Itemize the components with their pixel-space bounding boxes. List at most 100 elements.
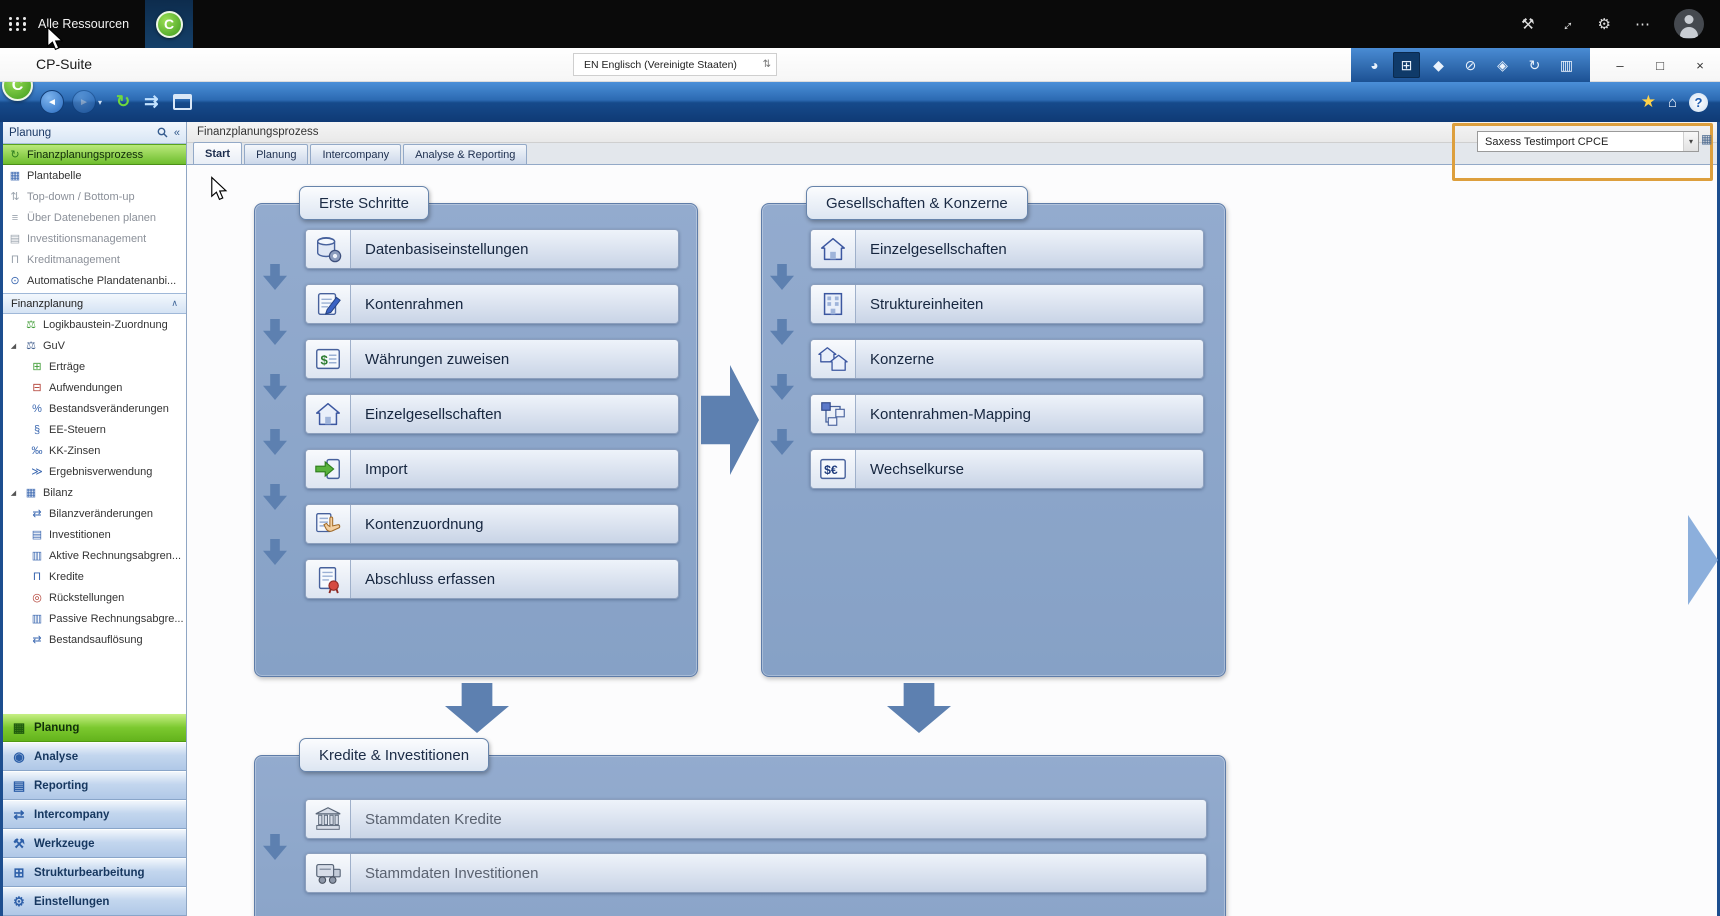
- tree-item-ee-steuern[interactable]: § EE-Steuern: [3, 419, 186, 440]
- tree-item-kk-zinsen[interactable]: ‰ KK-Zinsen: [3, 440, 186, 461]
- hand-assign-icon: [306, 505, 351, 543]
- tools-icon[interactable]: ⚒: [1521, 16, 1535, 33]
- tree-item-logikbaustein-zuordnung[interactable]: ⚖ Logikbaustein-Zuordnung: [3, 314, 186, 335]
- history-dropdown-icon[interactable]: ▾: [98, 97, 103, 107]
- tree-item-passive-rechnungsabgrenzung[interactable]: ▥ Passive Rechnungsabgre...: [3, 608, 186, 629]
- flow-item-datenbasiseinstellungen[interactable]: Datenbasiseinstellungen: [305, 229, 679, 269]
- tab-planung[interactable]: Planung: [244, 144, 309, 164]
- document-icon: ▥: [31, 613, 43, 625]
- sidebar-item-plantabelle[interactable]: ▦ Plantabelle: [3, 165, 186, 186]
- flow-item-abschluss-erfassen[interactable]: Abschluss erfassen: [305, 559, 679, 599]
- scale-view-icon[interactable]: ◕: [1370, 57, 1379, 73]
- tree-item-kredite[interactable]: Π Kredite: [3, 566, 186, 587]
- tree-item-aktive-rechnungsabgrenzung[interactable]: ▥ Aktive Rechnungsabgren...: [3, 545, 186, 566]
- flow-arrow-down-left: [445, 683, 509, 733]
- back-button[interactable]: ◄: [40, 90, 64, 114]
- nav-button-intercompany[interactable]: ⇄ Intercompany: [3, 800, 186, 829]
- tree-item-ertraege[interactable]: ⊞ Erträge: [3, 356, 186, 377]
- expander-icon[interactable]: ◢: [10, 489, 17, 497]
- tree-item-investitionen[interactable]: ▤ Investitionen: [3, 524, 186, 545]
- flow-item-label: Datenbasiseinstellungen: [365, 240, 529, 258]
- flow-item-struktureinheiten[interactable]: Struktureinheiten: [810, 284, 1204, 324]
- down-arrow: [770, 374, 794, 400]
- tree-item-bilanz[interactable]: ◢ ▦ Bilanz: [3, 482, 186, 503]
- language-selector[interactable]: EN Englisch (Vereinigte Staaten) ⇅: [573, 53, 777, 76]
- import-icon: [306, 450, 351, 488]
- refresh-button[interactable]: ↻: [116, 92, 131, 111]
- flow-arrow-down-right: [887, 683, 951, 733]
- scales-icon: ⚖: [26, 319, 36, 331]
- forward-button[interactable]: ►: [72, 90, 96, 114]
- close-button[interactable]: ×: [1696, 57, 1704, 73]
- plus-table-icon: ⊞: [32, 361, 42, 373]
- sidebar-item-automatische-plandaten[interactable]: ⊙ Automatische Plandatenanbi...: [3, 270, 186, 291]
- down-arrow: [263, 429, 287, 455]
- tree-item-rueckstellungen[interactable]: ◎ Rückstellungen: [3, 587, 186, 608]
- tree-item-ergebnisverwendung[interactable]: ≫ Ergebnisverwendung: [3, 461, 186, 482]
- flow-item-import[interactable]: Import: [305, 449, 679, 489]
- tag-view-icon[interactable]: ◈: [1497, 56, 1508, 73]
- sidebar-section-finanzplanung[interactable]: Finanzplanung ∧: [3, 293, 186, 314]
- nav-button-planung[interactable]: ▦ Planung: [3, 713, 186, 742]
- minus-table-icon: ⊟: [32, 382, 42, 394]
- group-gesellschaften-konzerne: Einzelgesellschaften Struktureinheiten K…: [761, 203, 1226, 677]
- apps-grid-button[interactable]: [0, 0, 36, 48]
- attachment-view-icon[interactable]: ⊘: [1464, 56, 1477, 73]
- favorite-star-icon[interactable]: ★: [1640, 92, 1656, 111]
- sync-view-icon[interactable]: ↻: [1528, 56, 1541, 73]
- more-options-icon[interactable]: ⋯: [1635, 16, 1650, 33]
- flow-item-einzelgesellschaften-2[interactable]: Einzelgesellschaften: [810, 229, 1204, 269]
- fullscreen-icon[interactable]: ↔: [1554, 12, 1578, 36]
- nav-button-label: Intercompany: [34, 808, 110, 821]
- tab-start[interactable]: Start: [193, 142, 243, 164]
- maximize-button[interactable]: □: [1656, 57, 1664, 73]
- tree-item-label: Rückstellungen: [49, 591, 125, 604]
- quick-access-icons: ◕ ⊞ ◆ ⊘ ◈ ↻ ▥: [1351, 48, 1590, 82]
- down-arrow: [770, 264, 794, 290]
- tree-item-bestandsveraenderungen[interactable]: % Bestandsveränderungen: [3, 398, 186, 419]
- tab-intercompany[interactable]: Intercompany: [310, 144, 402, 164]
- flow-item-wechselkurse[interactable]: Wechselkurse: [810, 449, 1204, 489]
- nav-button-reporting[interactable]: ▤ Reporting: [3, 771, 186, 800]
- collapse-section-icon[interactable]: ∧: [171, 298, 178, 308]
- tree-item-label: Aufwendungen: [49, 381, 123, 394]
- orgchart-view-icon[interactable]: ⊞: [1393, 52, 1420, 78]
- spinner-icon[interactable]: ⇅: [762, 59, 771, 70]
- chevron-down-icon[interactable]: ▾: [1683, 132, 1698, 151]
- tree-item-label: KK-Zinsen: [49, 444, 101, 457]
- flow-item-kontenrahmen[interactable]: Kontenrahmen: [305, 284, 679, 324]
- dataset-selector[interactable]: Saxess Testimport CPCE ▾: [1477, 131, 1699, 152]
- tabs-row: Start Planung Intercompany Analyse & Rep…: [187, 142, 1717, 165]
- chart-view-icon[interactable]: ▥: [1559, 56, 1574, 73]
- all-resources-label[interactable]: Alle Ressourcen: [38, 17, 130, 31]
- skip-forward-button[interactable]: ⇉: [144, 92, 159, 111]
- settings-icon[interactable]: ⚙: [1597, 16, 1611, 33]
- flow-item-konzerne[interactable]: Konzerne: [810, 339, 1204, 379]
- tree-item-aufwendungen[interactable]: ⊟ Aufwendungen: [3, 377, 186, 398]
- search-icon[interactable]: [157, 127, 168, 138]
- collapse-sidebar-icon[interactable]: «: [173, 126, 180, 139]
- flow-item-kontenzuordnung[interactable]: Kontenzuordnung: [305, 504, 679, 544]
- tree-item-bestandsaufloesung[interactable]: ⇄ Bestandsauflösung: [3, 629, 186, 650]
- minimize-button[interactable]: –: [1616, 57, 1624, 73]
- flow-item-einzelgesellschaften[interactable]: Einzelgesellschaften: [305, 394, 679, 434]
- tab-analyse-reporting[interactable]: Analyse & Reporting: [403, 144, 528, 164]
- share-view-icon[interactable]: ◆: [1433, 56, 1444, 73]
- user-avatar[interactable]: [1674, 9, 1704, 39]
- flow-item-waehrungen-zuweisen[interactable]: Währungen zuweisen: [305, 339, 679, 379]
- sidebar-item-finanzplanungsprozess[interactable]: ↻ Finanzplanungsprozess: [3, 144, 186, 165]
- cp-suite-app-tab[interactable]: C: [145, 0, 194, 48]
- tree-item-guv[interactable]: ◢ ⚖ GuV: [3, 335, 186, 356]
- nav-button-einstellungen[interactable]: ⚙ Einstellungen: [3, 887, 186, 916]
- tree-item-bilanzveraenderungen[interactable]: ⇄ Bilanzveränderungen: [3, 503, 186, 524]
- dataset-table-icon[interactable]: ▦: [1701, 132, 1713, 146]
- nav-button-analyse[interactable]: ◉ Analyse: [3, 742, 186, 771]
- flow-item-kontenrahmen-mapping[interactable]: Kontenrahmen-Mapping: [810, 394, 1204, 434]
- nav-button-werkzeuge[interactable]: ⚒ Werkzeuge: [3, 829, 186, 858]
- expander-icon[interactable]: ◢: [10, 342, 17, 350]
- help-button[interactable]: ?: [1689, 92, 1708, 112]
- table-view-icon[interactable]: [172, 94, 192, 110]
- flow-item-label: Währungen zuweisen: [365, 350, 510, 368]
- nav-button-strukturbearbeitung[interactable]: ⊞ Strukturbearbeitung: [3, 858, 186, 887]
- home-icon[interactable]: ⌂: [1667, 93, 1677, 111]
